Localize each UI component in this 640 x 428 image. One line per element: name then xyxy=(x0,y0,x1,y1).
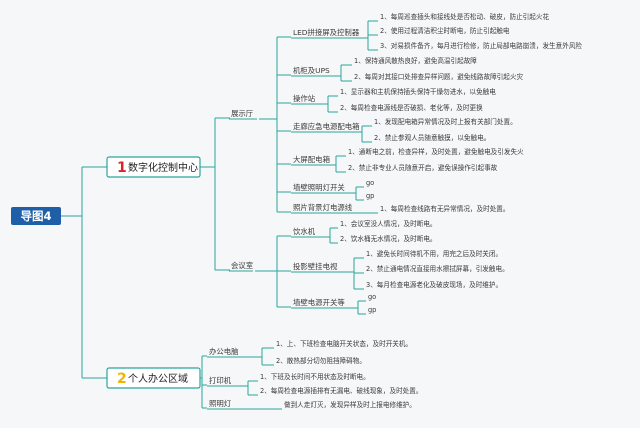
group-label: 打印机 xyxy=(209,376,232,385)
detail-text: 2、饮水桶无水情况，及时断电。 xyxy=(340,234,437,243)
detail-text: gp xyxy=(368,306,376,314)
detail-text: 1、通断电之前，检查异样，及时处置，避免触电及引发失火 xyxy=(348,147,524,156)
item-label: 投影壁挂电视 xyxy=(293,262,338,271)
group-label: 照明灯 xyxy=(209,399,232,408)
branch-label: 数字化控制中心 xyxy=(128,161,198,174)
detail-text: 2、禁止参观人员随意触摸，以免触电。 xyxy=(374,133,490,142)
detail-text: 1、下班及长时间不用状态及时断电。 xyxy=(260,372,370,381)
detail-text: gp xyxy=(366,192,374,200)
detail-text: 2、禁止非专业人员随意开启，避免误操作引起事故 xyxy=(348,163,498,172)
detail-text: 2、散热部分切勿阻挡障碍物。 xyxy=(276,356,366,365)
item-label: 大屏配电箱 xyxy=(293,155,330,164)
detail-text: 1、每周巡查插头和接线处是否松动、破皮，防止引起火花 xyxy=(380,12,549,21)
detail-text: 2、使用过程清洁积尘时断电，防止引起触电 xyxy=(380,26,510,35)
branch-label: 个人办公区域 xyxy=(128,372,188,385)
item-label: 照片背景灯电源线 xyxy=(293,203,353,212)
detail-text: 2、每周检查电源插排有无漏电、破线现象，及时处置。 xyxy=(260,386,422,395)
detail-text: go xyxy=(368,293,376,301)
root-label: 导图4 xyxy=(20,209,51,223)
detail-text: 3、对易损件备齐，每月进行检修，防止局部电路崩溃，发生意外风险 xyxy=(380,41,582,50)
root-node xyxy=(11,207,61,225)
group-label: 办公电脑 xyxy=(209,347,239,356)
detail-text: 2、禁止通电情况直接用水擦拭屏幕，引发触电。 xyxy=(366,264,509,273)
item-label: 墙壁电源开关等 xyxy=(293,298,345,307)
detail-text: 2、每周对其接口处排查异样问题，避免线路故障引起火灾 xyxy=(354,72,523,81)
detail-text: 1、会议室没人情况，及时断电。 xyxy=(340,219,437,228)
detail-text: 1、发现配电箱异常情况及时上报有关部门处置。 xyxy=(374,117,517,126)
item-label: 走廊应急电源配电箱 xyxy=(293,122,360,131)
item-label: 墙壁照明灯开关 xyxy=(293,183,345,192)
detail-text: 1、每周检查线路有无异常情况，及时处置。 xyxy=(380,204,509,213)
detail-text: 1、避免长时间待机不用，用完之后及时关闭。 xyxy=(366,249,502,258)
branch-number: 1 xyxy=(117,160,127,176)
item-label: 饮水机 xyxy=(293,227,316,236)
detail-text: 3、每月检查电源老化及破皮现场，及时维护。 xyxy=(366,280,502,289)
group-label: 展示厅 xyxy=(231,109,254,118)
item-label: 操作站 xyxy=(293,94,316,103)
detail-text: 1、保持通风散热良好，避免高温引起故障 xyxy=(354,56,477,65)
item-label: LED拼接屏及控制器 xyxy=(293,28,360,37)
item-label: 机柜及UPS xyxy=(293,66,330,75)
branch-number: 2 xyxy=(117,371,127,387)
group-label: 会议室 xyxy=(231,261,253,270)
detail-text: 1、上、下班检查电脑开关状态，及时开关机。 xyxy=(276,339,412,348)
detail-text: 1、显示器和主机保持插头保持干燥勿进水，以免触电 xyxy=(340,87,496,96)
detail-text: 2、每周检查电源线是否破损、老化等，及时更换 xyxy=(340,103,483,112)
detail-text: go xyxy=(366,179,374,187)
detail-text: 做到人走灯灭，发现异样及时上报电修维护。 xyxy=(284,400,416,409)
